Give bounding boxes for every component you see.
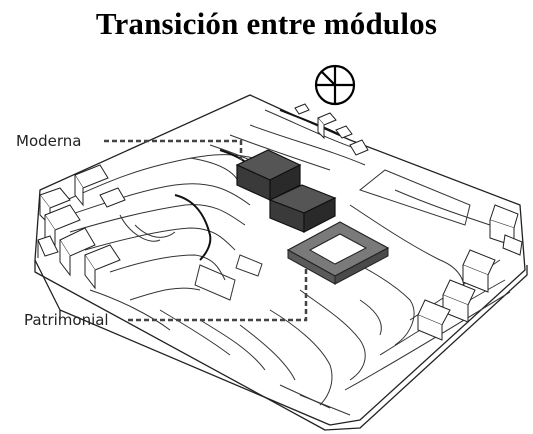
top-buildings xyxy=(294,103,369,156)
heritage-building xyxy=(286,221,390,285)
right-buildings xyxy=(417,204,523,341)
diagram-title: Transición entre módulos xyxy=(95,6,438,41)
modern-block-2 xyxy=(268,184,337,233)
leader-modern xyxy=(104,139,243,160)
north-arrow-icon xyxy=(314,64,356,106)
label-modern: Moderna xyxy=(16,132,82,150)
label-heritage: Patrimonial xyxy=(24,311,109,329)
leader-heritage xyxy=(128,268,308,322)
leader-lines xyxy=(104,139,308,322)
left-buildings xyxy=(37,164,126,290)
